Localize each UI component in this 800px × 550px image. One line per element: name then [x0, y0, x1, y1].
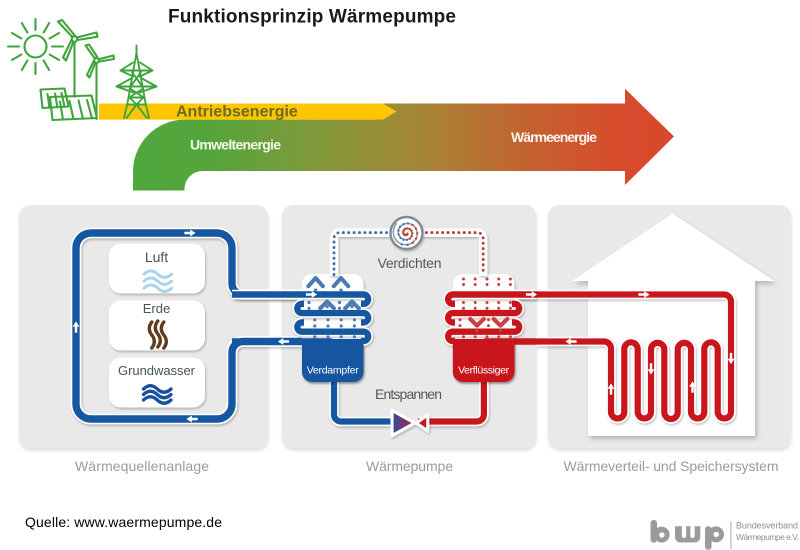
svg-text:Antriebsenergie: Antriebsenergie: [176, 104, 298, 121]
svg-text:Wärmepumpe: Wärmepumpe: [366, 458, 453, 474]
svg-text:Quelle: www.waermepumpe.de: Quelle: www.waermepumpe.de: [25, 514, 222, 530]
svg-text:Entspannen: Entspannen: [375, 386, 442, 402]
svg-text:Grundwasser: Grundwasser: [118, 363, 196, 378]
svg-text:Luft: Luft: [145, 249, 168, 265]
svg-text:Verdampfer: Verdampfer: [307, 365, 360, 377]
svg-text:Erde: Erde: [143, 301, 170, 316]
svg-text:Umweltenergie: Umweltenergie: [190, 137, 281, 153]
svg-text:Verdichten: Verdichten: [378, 255, 442, 271]
svg-text:Verflüssiger: Verflüssiger: [458, 365, 509, 377]
svg-text:Wärmeenergie: Wärmeenergie: [511, 129, 597, 145]
svg-text:Funktionsprinzip Wärmepumpe: Funktionsprinzip Wärmepumpe: [168, 7, 456, 28]
svg-text:Wärmequellenanlage: Wärmequellenanlage: [75, 458, 209, 474]
svg-text:Wärmeverteil- und Speichersyst: Wärmeverteil- und Speichersystem: [564, 458, 779, 474]
svg-text:Bundesverband: Bundesverband: [736, 521, 798, 531]
svg-text:Wärmepumpe e.V.: Wärmepumpe e.V.: [736, 532, 799, 542]
